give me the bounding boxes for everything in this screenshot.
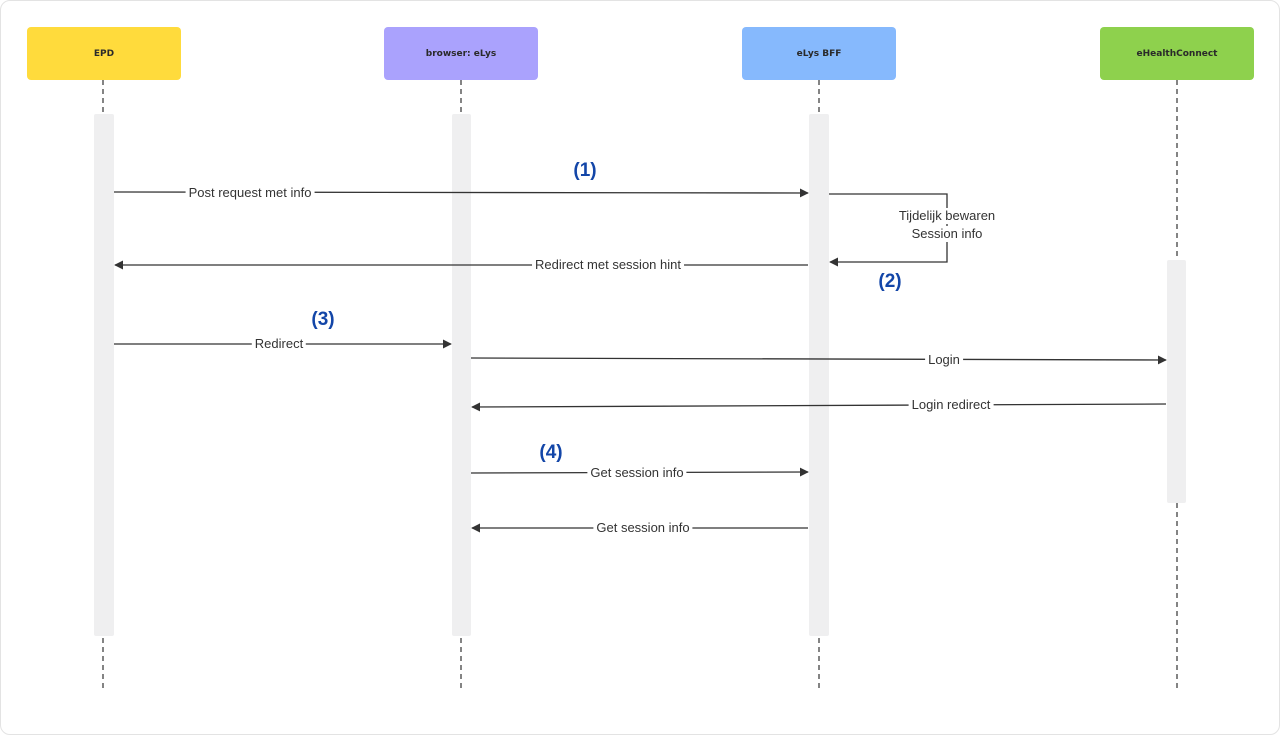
message-label: Get session info xyxy=(593,520,693,536)
step-marker: (2) xyxy=(878,271,902,292)
activation-epd xyxy=(94,114,114,636)
message-label: Post request met info xyxy=(185,185,315,201)
activation-browser xyxy=(452,114,471,636)
step-marker: (4) xyxy=(539,442,563,463)
participant-ehealthconnect: eHealthConnect xyxy=(1100,27,1254,80)
message-label: Get session info xyxy=(587,465,687,481)
participant-browser-elys: browser: eLys xyxy=(384,27,538,80)
participant-elys-bff: eLys BFF xyxy=(742,27,896,80)
message-label: Login xyxy=(925,352,963,368)
participant-epd: EPD xyxy=(27,27,181,80)
activation-bff xyxy=(809,114,829,636)
arrow-login-redirect xyxy=(471,402,1167,412)
step-marker: (1) xyxy=(573,160,597,181)
participant-label: eHealthConnect xyxy=(1136,48,1218,59)
message-label: Redirect xyxy=(251,336,307,352)
participant-label: EPD xyxy=(93,48,115,59)
participant-label: browser: eLys xyxy=(425,48,497,59)
message-label: Redirect met session hint xyxy=(532,257,684,273)
participant-label: eLys BFF xyxy=(796,48,842,59)
step-marker: (3) xyxy=(311,309,335,330)
message-label: Login redirect xyxy=(908,397,994,413)
self-message-label-line1: Tijdelijk bewaren xyxy=(895,208,999,224)
self-message-label-line2: Session info xyxy=(908,226,986,242)
activation-ehealth xyxy=(1167,260,1186,503)
arrow-login xyxy=(470,355,1167,365)
